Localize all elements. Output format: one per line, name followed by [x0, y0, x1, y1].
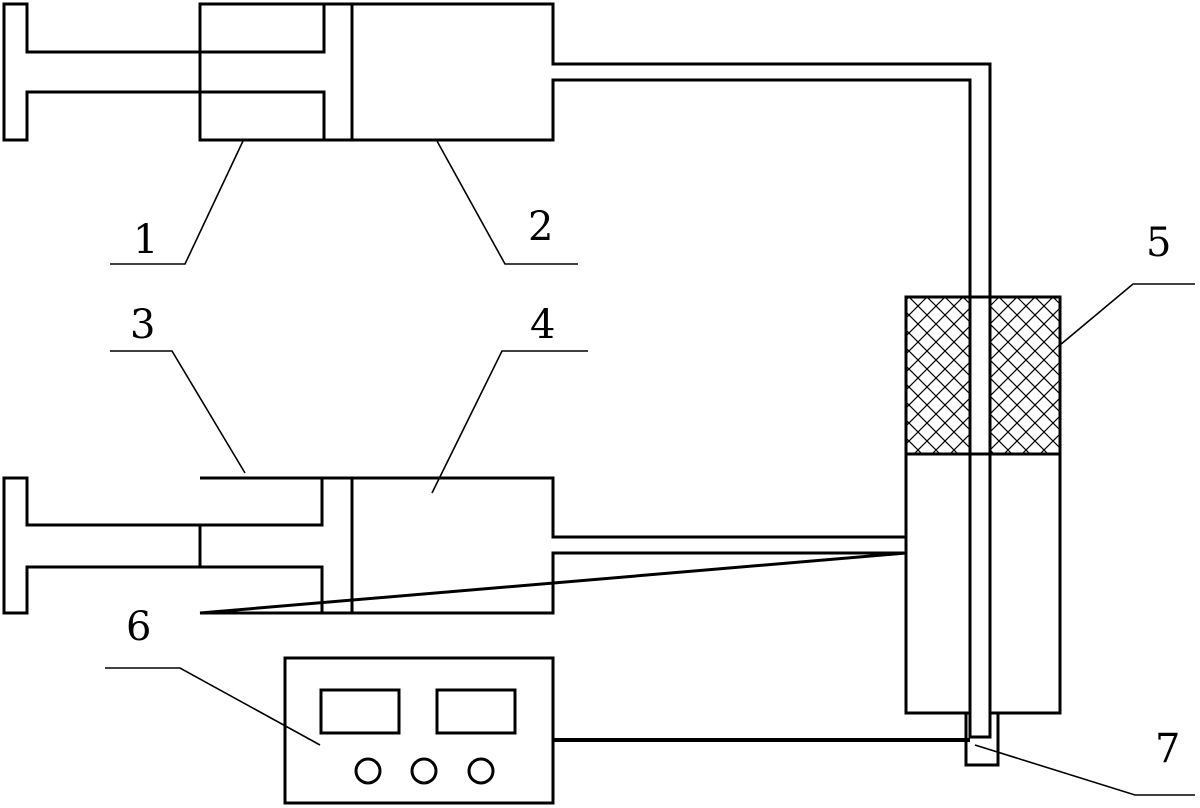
lower-plunger-rod	[200, 478, 324, 613]
knob-middle	[410, 757, 438, 785]
label-6: 6	[126, 604, 151, 650]
label-5: 5	[1146, 220, 1171, 266]
upper-plunger-handle	[2, 2, 202, 142]
controller-box	[283, 656, 970, 805]
upper-plunger-rod	[200, 4, 326, 140]
upper-syringe	[2, 2, 992, 739]
lower-syringe	[2, 476, 907, 615]
leader-lines	[105, 140, 1195, 796]
label-4: 4	[530, 302, 555, 348]
controller-housing	[283, 656, 555, 805]
label-3: 3	[130, 302, 155, 348]
lower-syringe-barrel	[199, 476, 907, 615]
label-1: 1	[133, 217, 158, 263]
upper-syringe-barrel	[198, 2, 992, 739]
label-7: 7	[1155, 726, 1180, 772]
label-2: 2	[528, 204, 553, 250]
display-left	[319, 688, 401, 735]
knob-right	[467, 757, 495, 785]
reaction-vessel	[904, 295, 1062, 767]
display-right	[435, 688, 517, 735]
knob-left	[354, 757, 382, 785]
upper-piston	[324, 2, 354, 142]
lower-plunger-handle	[2, 476, 202, 615]
